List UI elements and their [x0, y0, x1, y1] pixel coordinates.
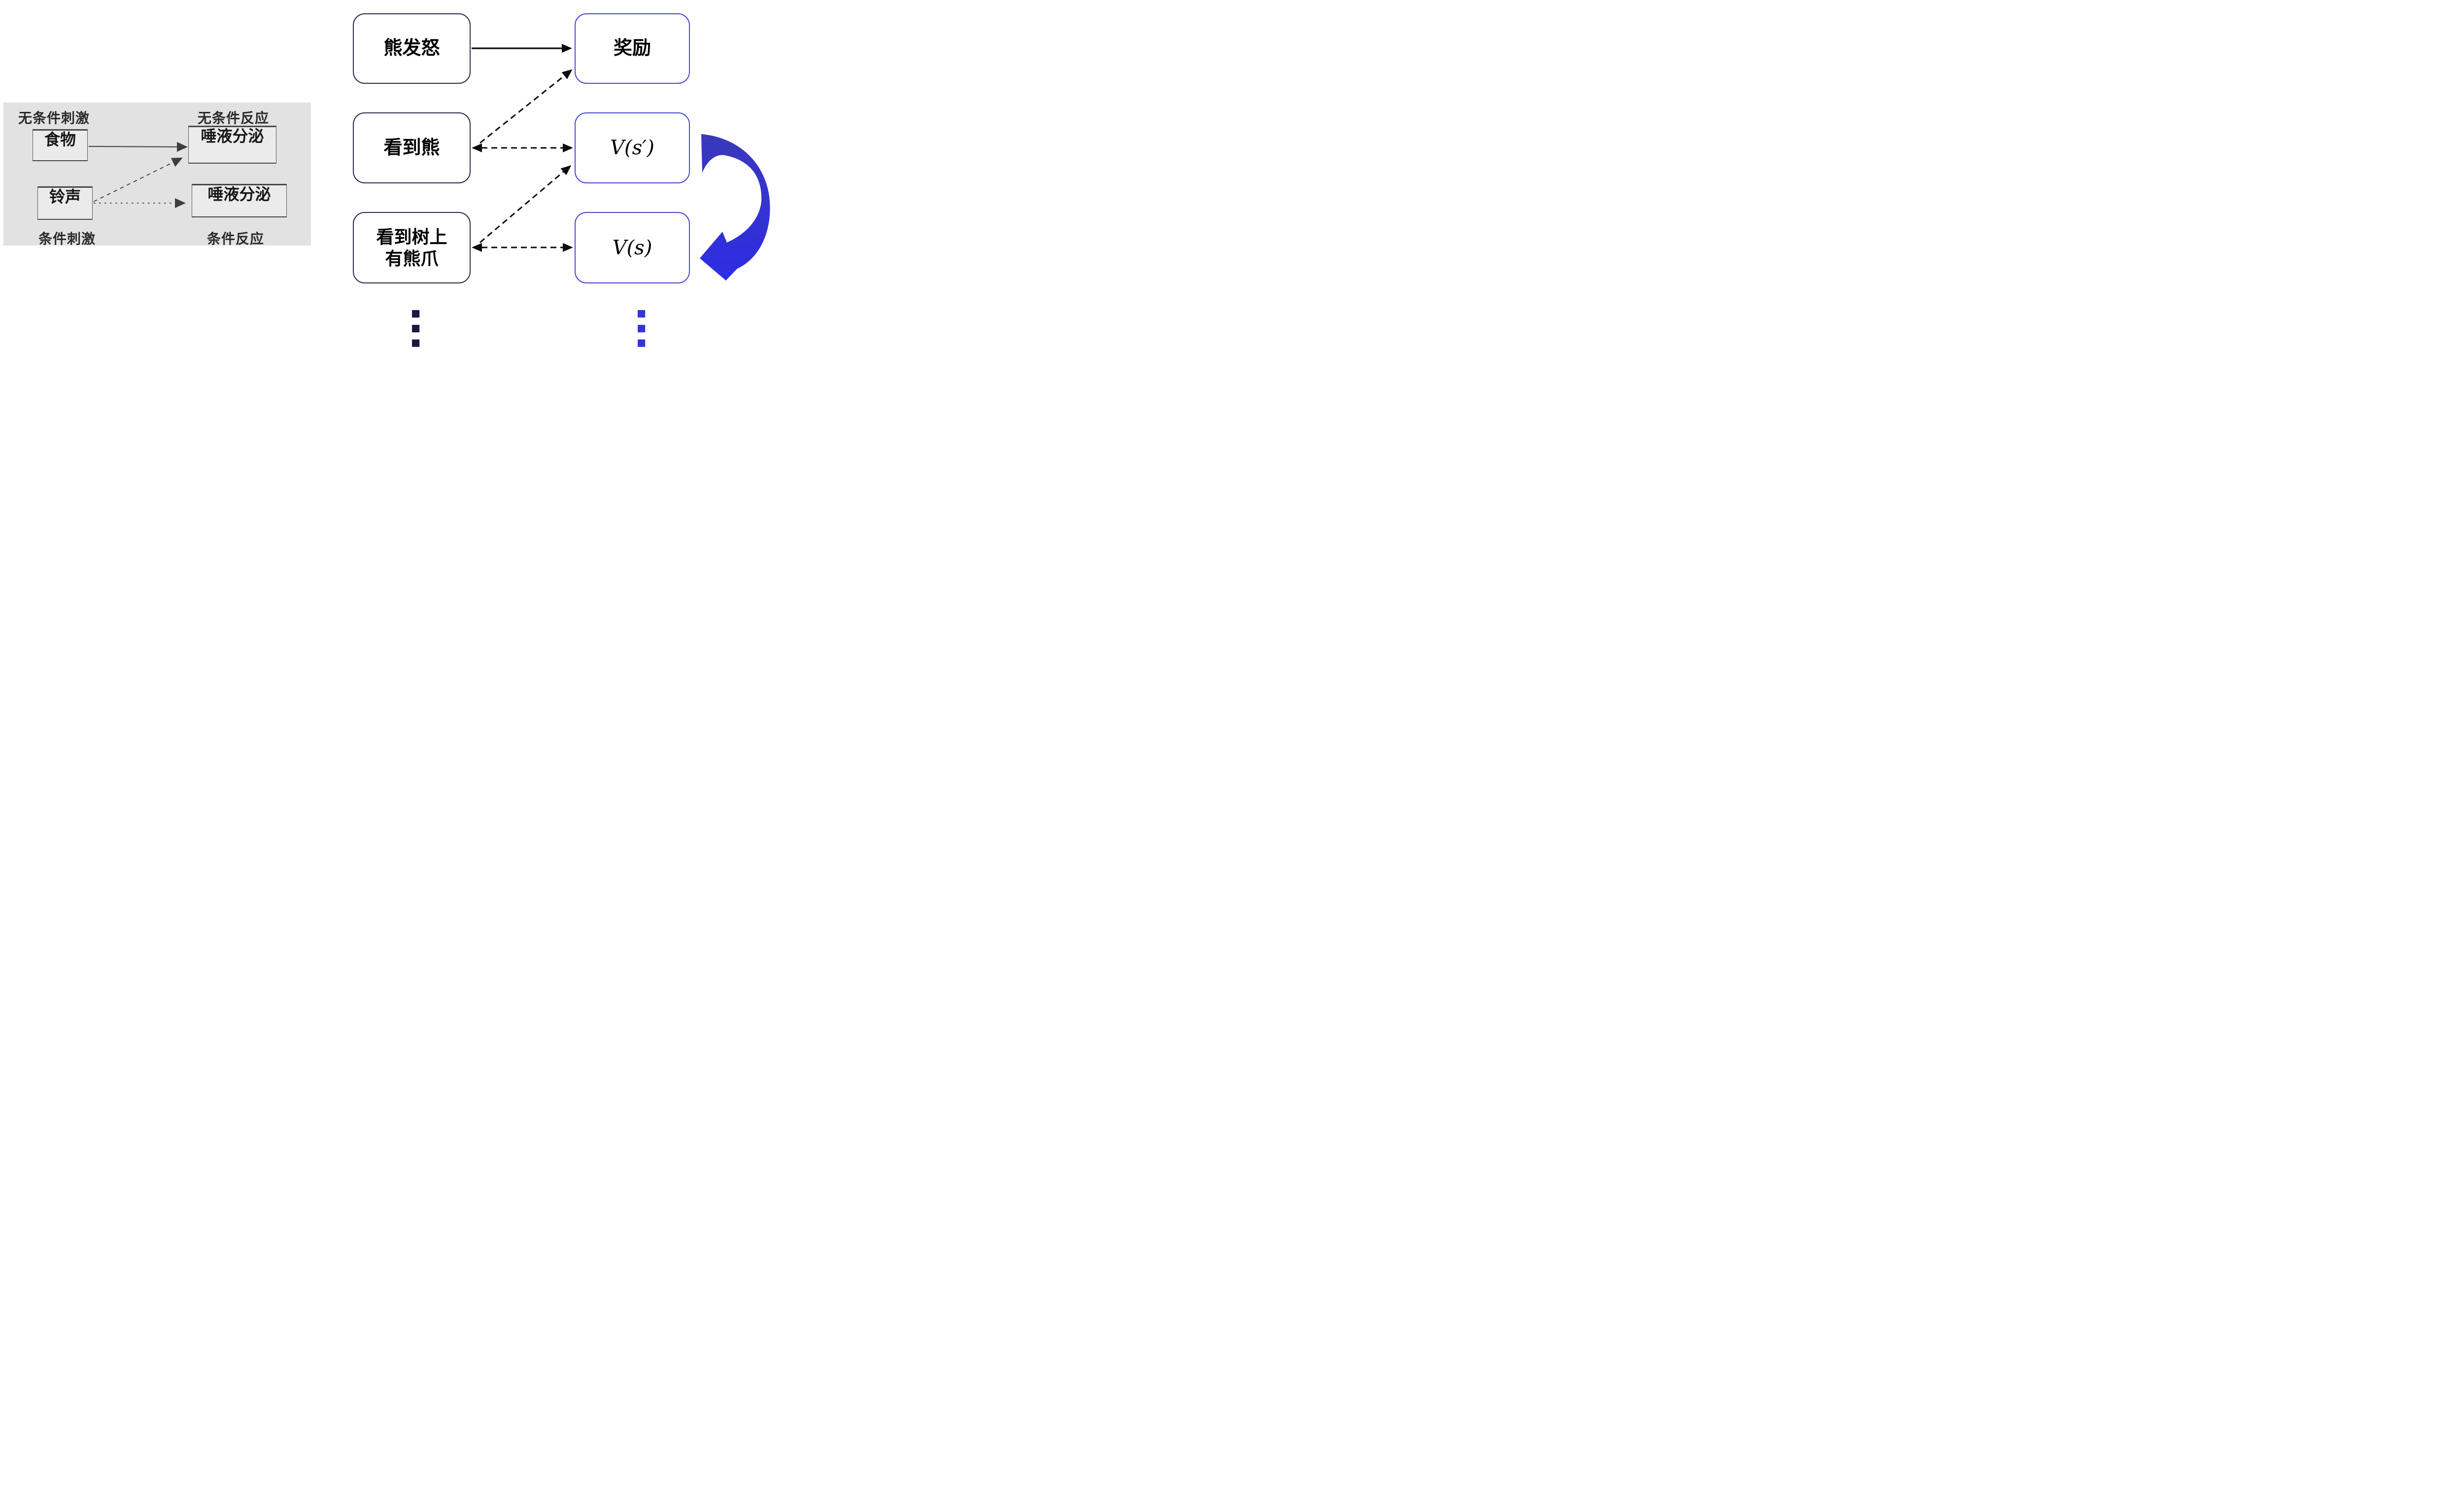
- bell-box-label: 铃声: [49, 188, 81, 206]
- food-box: 食物: [33, 129, 88, 161]
- see-claw-label-line1: 看到树上: [376, 227, 447, 247]
- salivation-bottom-label: 唾液分泌: [207, 185, 271, 203]
- ellipsis-dot: [638, 325, 646, 333]
- bell-box: 铃声: [37, 186, 93, 220]
- ellipsis-dot: [412, 325, 420, 333]
- ellipsis-dot: [412, 310, 420, 318]
- salivation-bottom-box: 唾液分泌: [192, 184, 287, 217]
- bear-angry-label: 熊发怒: [383, 38, 440, 59]
- update-loop-arrow-icon: [700, 134, 770, 280]
- seebear-to-reward-dashed-arrow: [479, 69, 573, 144]
- unconditioned-stimulus-label: 无条件刺激: [18, 110, 90, 126]
- seeclaw-to-vsprime-dashed-arrow: [479, 165, 572, 244]
- value-state-box: V(s): [575, 212, 690, 283]
- value-next-state-label: V(s′): [610, 137, 654, 159]
- salivation-top-box: 唾液分泌: [188, 126, 276, 164]
- stimulus-ellipsis-dots: [412, 310, 420, 347]
- reward-box: 奖励: [575, 13, 690, 84]
- conditioned-response-label: 条件反应: [207, 231, 265, 246]
- ellipsis-dot: [412, 339, 420, 347]
- ellipsis-dot: [638, 310, 646, 318]
- bear-angry-box: 熊发怒: [353, 13, 471, 84]
- unconditioned-response-label: 无条件反应: [198, 110, 270, 126]
- salivation-top-label: 唾液分泌: [201, 127, 264, 145]
- classical-conditioning-panel: 无条件刺激 无条件反应 食物 唾液分泌 铃声 唾液分泌 条件刺激 条件反应: [3, 103, 311, 246]
- see-claw-box: 看到树上 有熊爪: [353, 212, 471, 283]
- value-next-state-box: V(s′): [575, 112, 690, 183]
- food-to-salivation-arrow: [88, 141, 188, 152]
- arrows-layer: [88, 44, 770, 347]
- value-ellipsis-dots: [638, 310, 646, 347]
- conditioned-stimulus-label: 条件刺激: [38, 231, 96, 246]
- slide-canvas: 无条件刺激 无条件反应 食物 唾液分泌 铃声 唾液分泌 条件刺激 条件反应 熊发…: [0, 0, 773, 350]
- ellipsis-dot: [638, 339, 646, 347]
- see-bear-label: 看到熊: [383, 137, 440, 158]
- reward-label: 奖励: [613, 38, 651, 59]
- food-box-label: 食物: [44, 131, 76, 148]
- see-claw-label-line2: 有熊爪: [385, 248, 439, 269]
- see-bear-box: 看到熊: [353, 112, 471, 183]
- value-state-label: V(s): [612, 236, 652, 259]
- bell-to-unconditioned-response-dashed-arrow: [93, 157, 183, 202]
